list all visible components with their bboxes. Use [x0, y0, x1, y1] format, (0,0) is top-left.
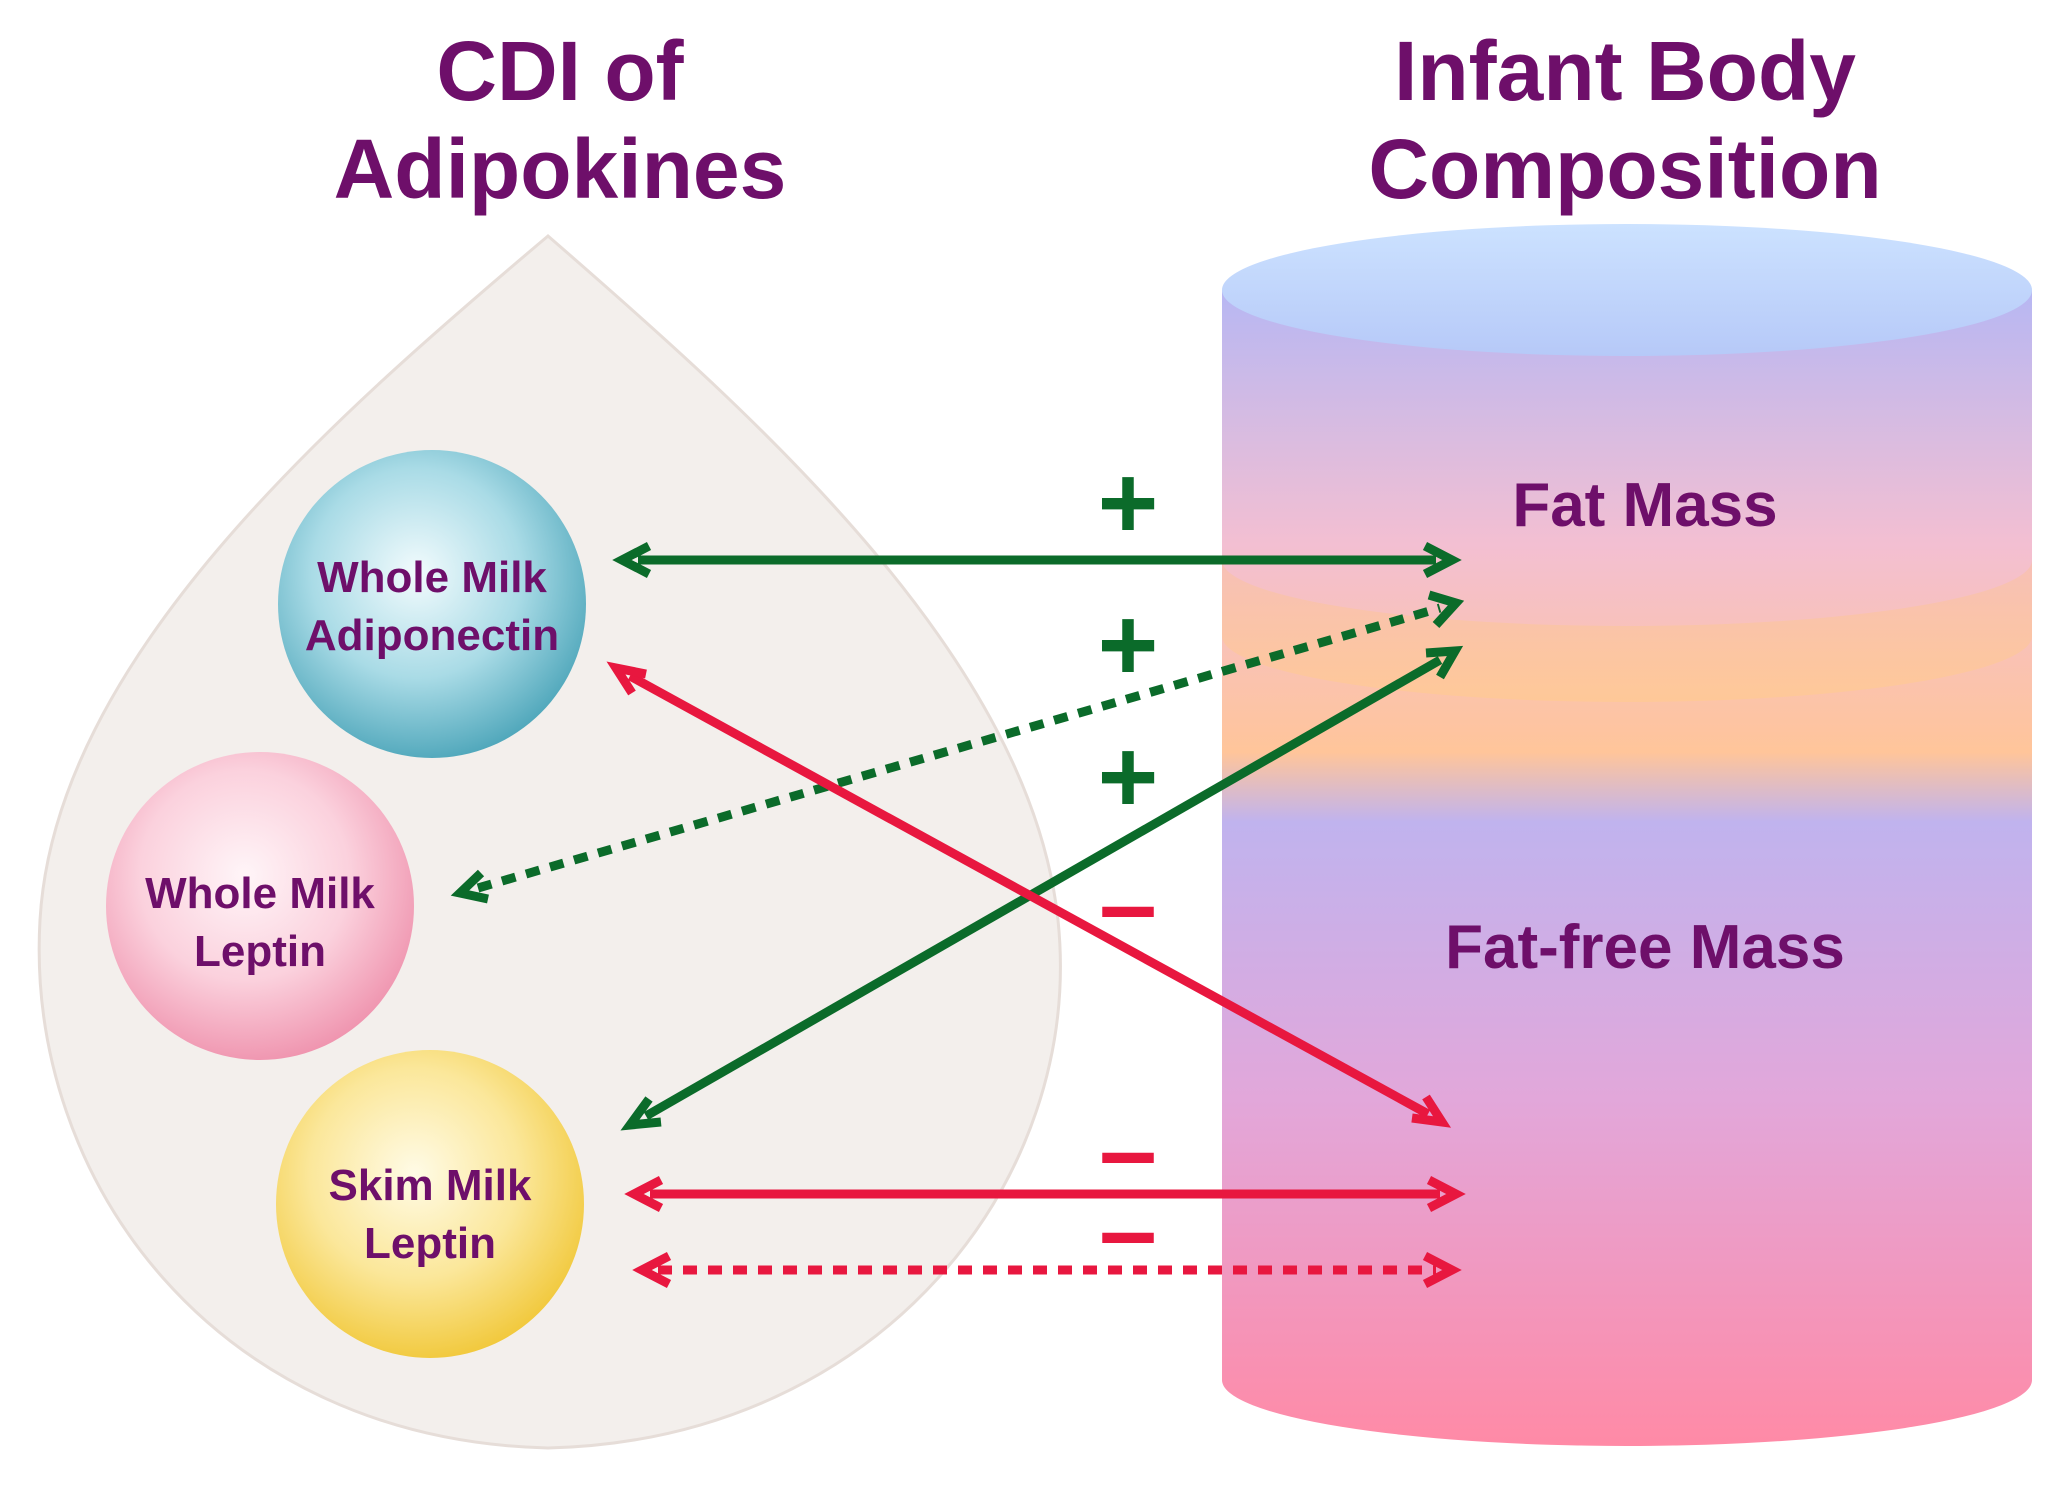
- left-title-line1: CDI of: [436, 24, 684, 118]
- arrowhead: [606, 661, 647, 696]
- arrowhead: [1426, 1176, 1466, 1212]
- cylinder-top: [1222, 224, 2032, 356]
- arrowhead: [632, 1252, 672, 1288]
- sign-skim-leptin-fat-free-mass-dotted: –: [1099, 1173, 1157, 1289]
- node-skim-milk-leptin: Skim Milk Leptin: [276, 1050, 584, 1358]
- fat-mass-label: Fat Mass: [1512, 471, 1777, 540]
- sign-adiponectin-fat-free-mass: –: [1099, 847, 1157, 963]
- arrowhead: [1425, 645, 1464, 680]
- arrowhead: [1422, 1252, 1462, 1288]
- sign-skim-leptin-fat-free-mass: –: [1099, 1093, 1157, 1209]
- skim-leptin-label-line2: Leptin: [364, 1219, 496, 1268]
- adiponectin-label-line1: Whole Milk: [317, 553, 547, 602]
- arrowhead: [1411, 1094, 1452, 1128]
- arrowhead: [1422, 542, 1462, 578]
- arrowhead: [620, 1096, 662, 1131]
- node-whole-milk-leptin: Whole Milk Leptin: [106, 752, 414, 1060]
- sign-adiponectin-fat-mass: +: [1098, 445, 1159, 561]
- adiponectin-label-line2: Adiponectin: [305, 611, 559, 660]
- left-title: CDI of Adipokines: [260, 22, 860, 218]
- arrow-whole-leptin-fat-mass: [476, 603, 1442, 893]
- whole-leptin-label-line1: Whole Milk: [145, 869, 375, 918]
- body-composition-cylinder: [1222, 224, 2032, 1446]
- arrowhead: [612, 542, 652, 578]
- right-title-line2: Composition: [1368, 122, 1882, 216]
- arrowhead: [450, 869, 489, 904]
- left-title-line2: Adipokines: [333, 122, 787, 216]
- sign-skim-leptin-fat-mass: +: [1098, 719, 1159, 835]
- sign-whole-leptin-fat-mass: +: [1098, 587, 1159, 703]
- right-title-line1: Infant Body: [1394, 24, 1856, 118]
- whole-leptin-label-line2: Leptin: [194, 927, 326, 976]
- fat-free-mass-label: Fat-free Mass: [1445, 913, 1845, 982]
- right-title: Infant Body Composition: [1300, 22, 1950, 218]
- arrow-adiponectin-fat-free-mass: [627, 672, 1431, 1118]
- arrow-skim-leptin-fat-mass: [643, 656, 1443, 1120]
- skim-leptin-label-line1: Skim Milk: [329, 1161, 532, 1210]
- arrowhead: [1427, 590, 1465, 629]
- arrowhead: [624, 1176, 664, 1212]
- node-whole-milk-adiponectin: Whole Milk Adiponectin: [278, 450, 586, 758]
